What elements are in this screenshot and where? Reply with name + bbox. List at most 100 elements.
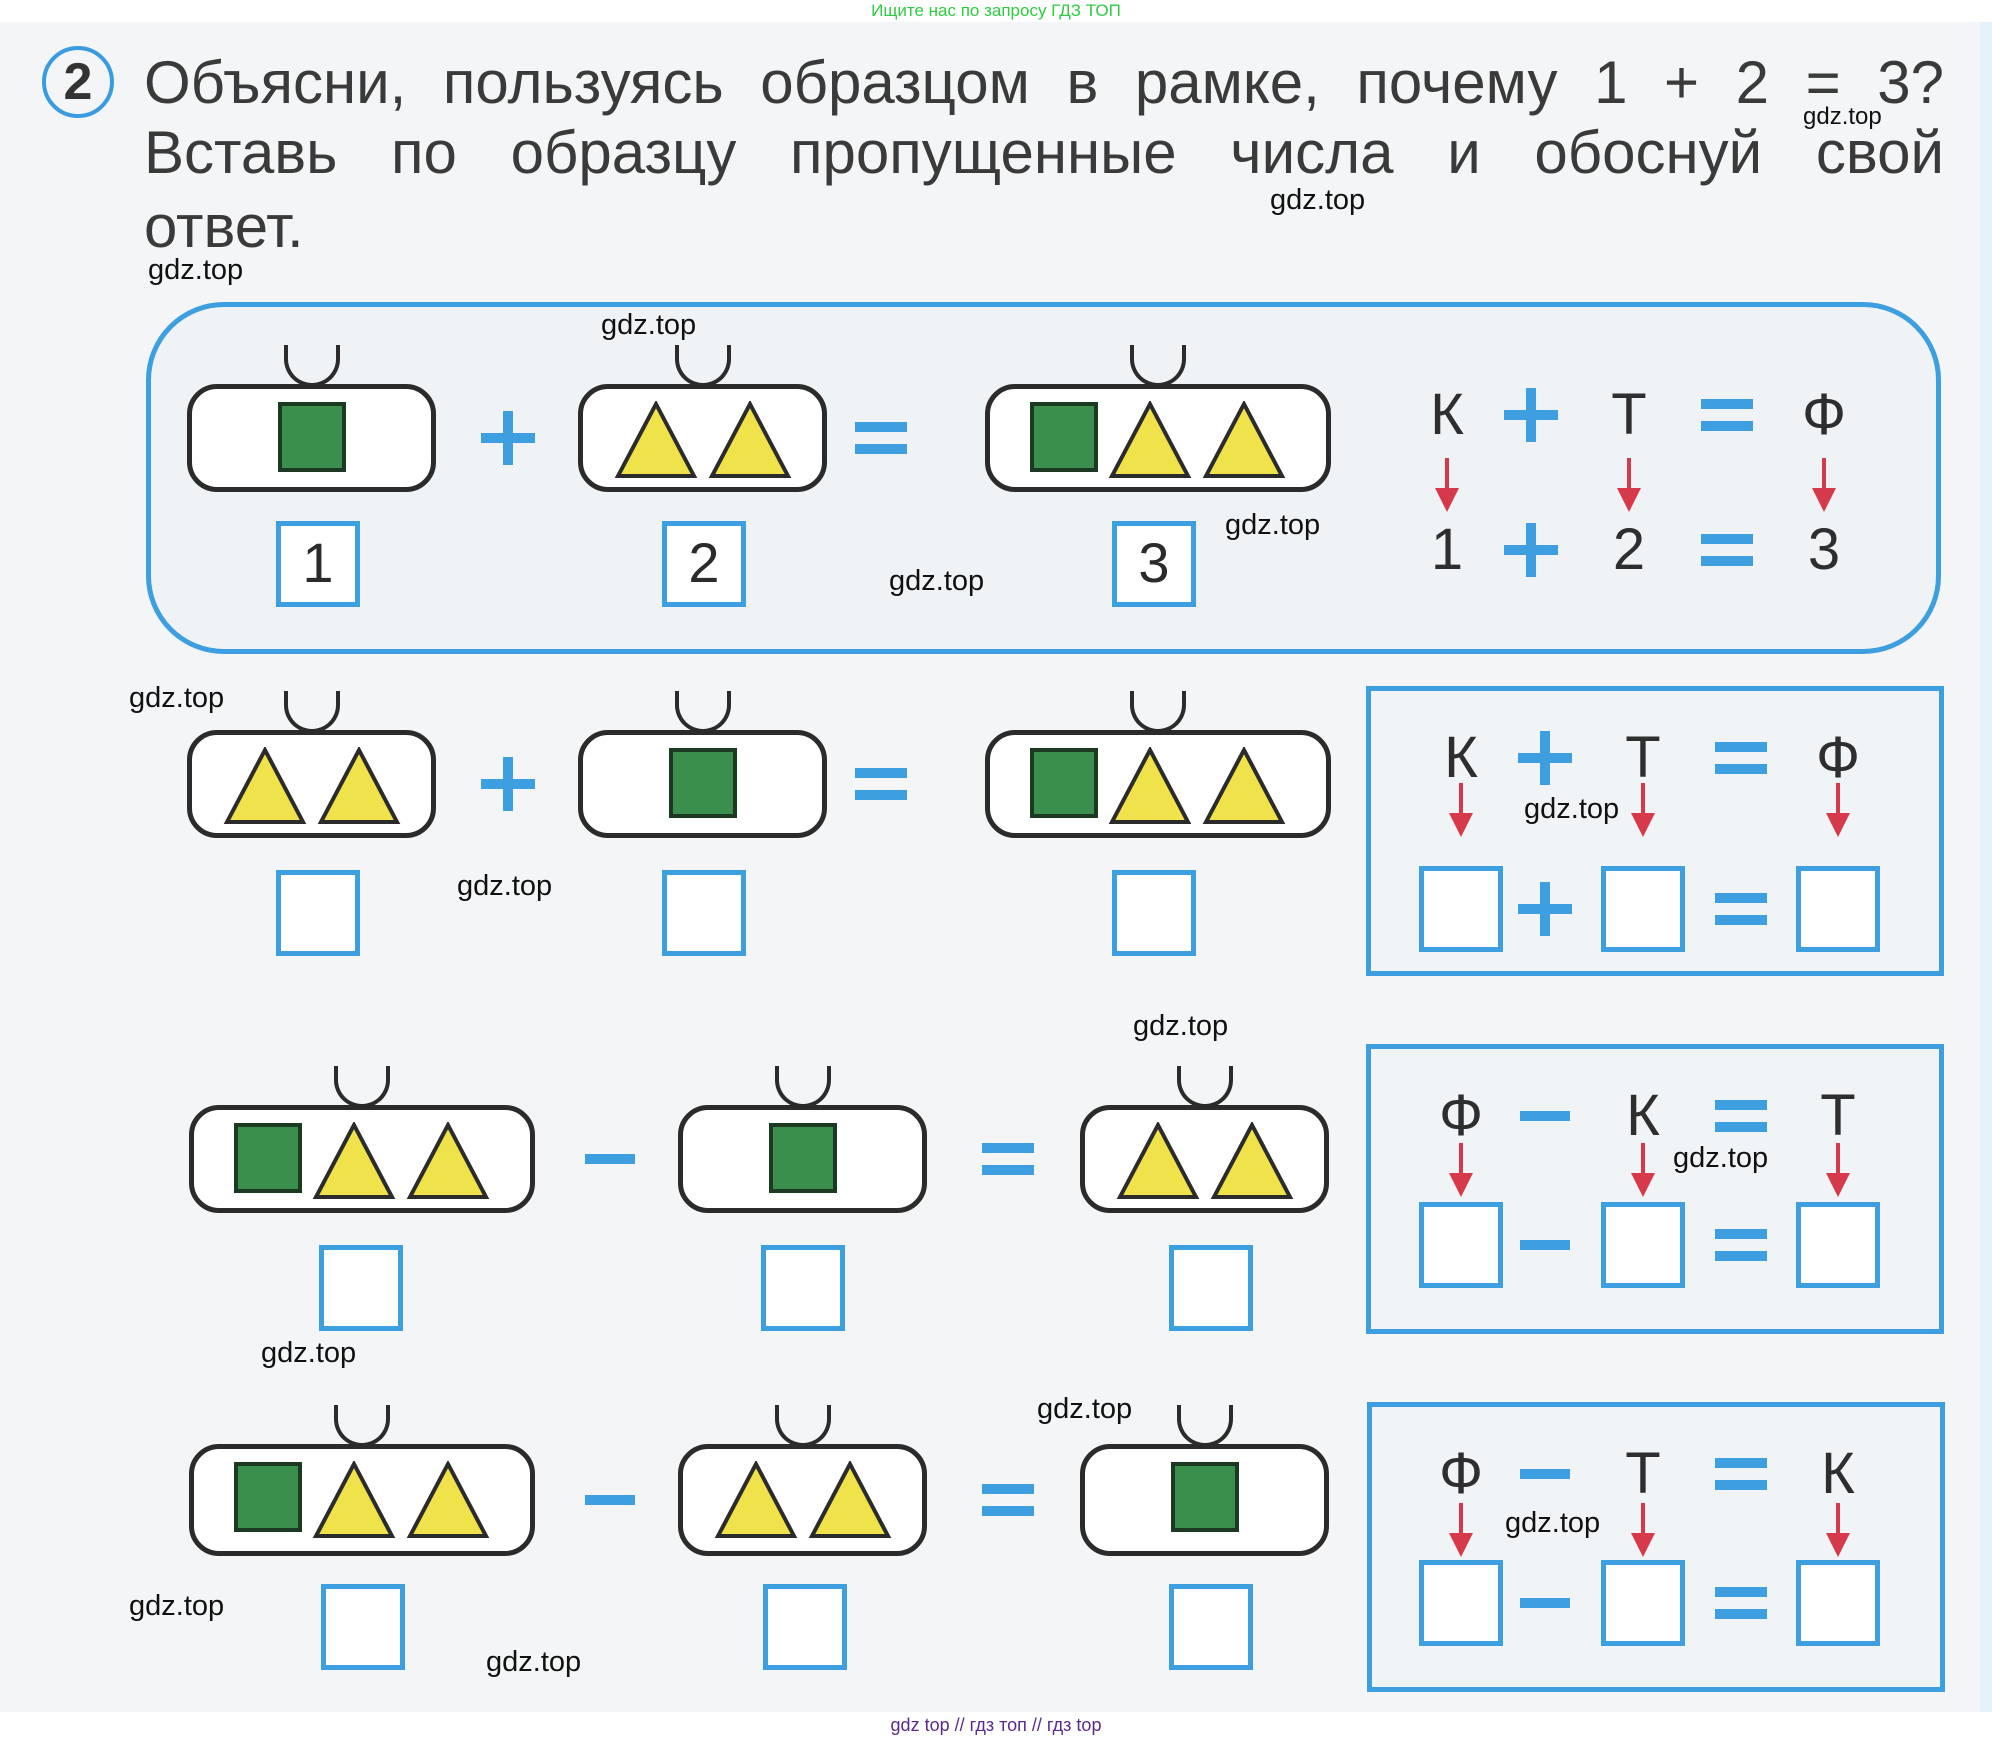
formula-letter: Т: [1625, 725, 1661, 790]
arrow-shaft: [1641, 783, 1645, 819]
answer-input[interactable]: [763, 1584, 847, 1670]
green-square-icon: [1030, 402, 1098, 472]
yellow-triangle-icon: [1116, 1122, 1199, 1199]
watermark: gdz.top: [261, 1337, 357, 1369]
shape-bag: [678, 1405, 927, 1556]
green-square-icon: [1170, 1462, 1239, 1532]
watermark: gdz.top: [1270, 184, 1366, 216]
shape-bag: [678, 1066, 927, 1213]
minus-sign: [585, 1495, 635, 1505]
plus-sign: [1504, 523, 1558, 577]
yellow-triangle-icon: [317, 747, 400, 824]
shape-bag: [985, 691, 1331, 838]
green-square-icon: [234, 1462, 302, 1532]
red-down-arrow-icon: [1435, 458, 1459, 512]
arrow-shaft: [1459, 783, 1463, 819]
green-square-icon: [1030, 748, 1098, 818]
plus-sign: [481, 757, 535, 811]
minus-sign: [1520, 1111, 1570, 1121]
arrow-shaft: [1641, 1503, 1645, 1539]
formula-letter: К: [1821, 1441, 1855, 1506]
equals-sign: [1715, 1587, 1767, 1619]
shape-bag: [578, 691, 827, 838]
shape-bag: [1080, 1405, 1329, 1556]
watermark: gdz.top: [486, 1646, 582, 1678]
formula-answer-input[interactable]: [1419, 1202, 1503, 1288]
yellow-triangle-icon: [708, 401, 791, 478]
equals-sign: [1701, 399, 1753, 431]
yellow-triangle-icon: [1108, 747, 1192, 824]
yellow-triangle-icon: [808, 1461, 891, 1538]
formula-answer-input[interactable]: [1796, 1202, 1880, 1288]
arrow-head: [1631, 813, 1655, 837]
yellow-triangle-icon: [1202, 747, 1286, 824]
watermark: gdz.top: [129, 682, 225, 714]
formula-answer-input[interactable]: [1419, 1560, 1503, 1646]
answer-input[interactable]: [662, 870, 746, 956]
red-down-arrow-icon: [1826, 1143, 1850, 1197]
watermark: gdz.top: [601, 309, 697, 341]
bag-handle-icon: [1176, 1066, 1233, 1108]
red-down-arrow-icon: [1826, 1503, 1850, 1557]
arrow-shaft: [1822, 458, 1826, 494]
watermark: gdz.top: [1803, 103, 1882, 130]
top-banner[interactable]: Ищите нас по запросу ГДЗ ТОП: [0, 0, 1992, 22]
arrow-head: [1826, 813, 1850, 837]
plus-sign: [1518, 731, 1572, 785]
bottom-banner[interactable]: gdz top // гдз топ // гдз top: [0, 1712, 1992, 1739]
watermark: gdz.top: [129, 1590, 225, 1622]
red-down-arrow-icon: [1631, 1503, 1655, 1557]
answer-input[interactable]: [761, 1245, 845, 1331]
equals-sign: [982, 1143, 1034, 1175]
equals-sign: [1701, 534, 1753, 566]
arrow-head: [1812, 488, 1836, 512]
formula-answer-input[interactable]: [1601, 866, 1685, 952]
formula-answer-input[interactable]: [1601, 1202, 1685, 1288]
bag-handle-icon: [283, 691, 340, 733]
yellow-triangle-icon: [714, 1461, 797, 1538]
watermark: gdz.top: [1505, 1507, 1601, 1539]
answer-input[interactable]: [1169, 1584, 1253, 1670]
answer-input[interactable]: [321, 1584, 405, 1670]
equals-sign: [1715, 1100, 1767, 1132]
formula-letter: Ф: [1438, 1083, 1484, 1148]
arrow-shaft: [1836, 1143, 1840, 1179]
arrow-head: [1435, 488, 1459, 512]
formula-value: 2: [1612, 517, 1646, 582]
green-square-icon: [277, 402, 346, 472]
formula-answer-input[interactable]: [1419, 866, 1503, 952]
formula-letter: Т: [1625, 1441, 1661, 1506]
formula-answer-input[interactable]: [1796, 1560, 1880, 1646]
answer-box: 3: [1112, 521, 1196, 607]
minus-sign: [585, 1154, 635, 1164]
yellow-triangle-icon: [406, 1461, 490, 1538]
formula-answer-input[interactable]: [1796, 866, 1880, 952]
equals-sign: [982, 1484, 1034, 1516]
watermark: gdz.top: [1524, 793, 1620, 825]
task-text-line-1: Объясни, пользуясь образцом в рамке, поч…: [144, 49, 1944, 116]
answer-input[interactable]: [319, 1245, 403, 1331]
answer-box: 1: [276, 521, 360, 607]
watermark: gdz.top: [1225, 509, 1321, 541]
bag-handle-icon: [1130, 345, 1186, 387]
arrow-head: [1449, 813, 1473, 837]
equals-sign: [1715, 742, 1767, 774]
arrow-head: [1826, 1173, 1850, 1197]
minus-sign: [1520, 1598, 1570, 1608]
arrow-shaft: [1459, 1503, 1463, 1539]
yellow-triangle-icon: [1210, 1122, 1293, 1199]
bag-handle-icon: [334, 1066, 390, 1108]
formula-letter: Т: [1820, 1083, 1856, 1148]
answer-input[interactable]: [1169, 1245, 1253, 1331]
red-down-arrow-icon: [1631, 1143, 1655, 1197]
bag-handle-icon: [1176, 1405, 1233, 1447]
green-square-icon: [668, 748, 737, 818]
formula-answer-input[interactable]: [1601, 1560, 1685, 1646]
shape-bag: [187, 691, 436, 838]
bag-handle-icon: [334, 1405, 390, 1447]
plus-sign: [1504, 388, 1558, 442]
red-down-arrow-icon: [1449, 1143, 1473, 1197]
answer-input[interactable]: [1112, 870, 1196, 956]
answer-input[interactable]: [276, 870, 360, 956]
task-number-badge: 2: [42, 46, 114, 118]
